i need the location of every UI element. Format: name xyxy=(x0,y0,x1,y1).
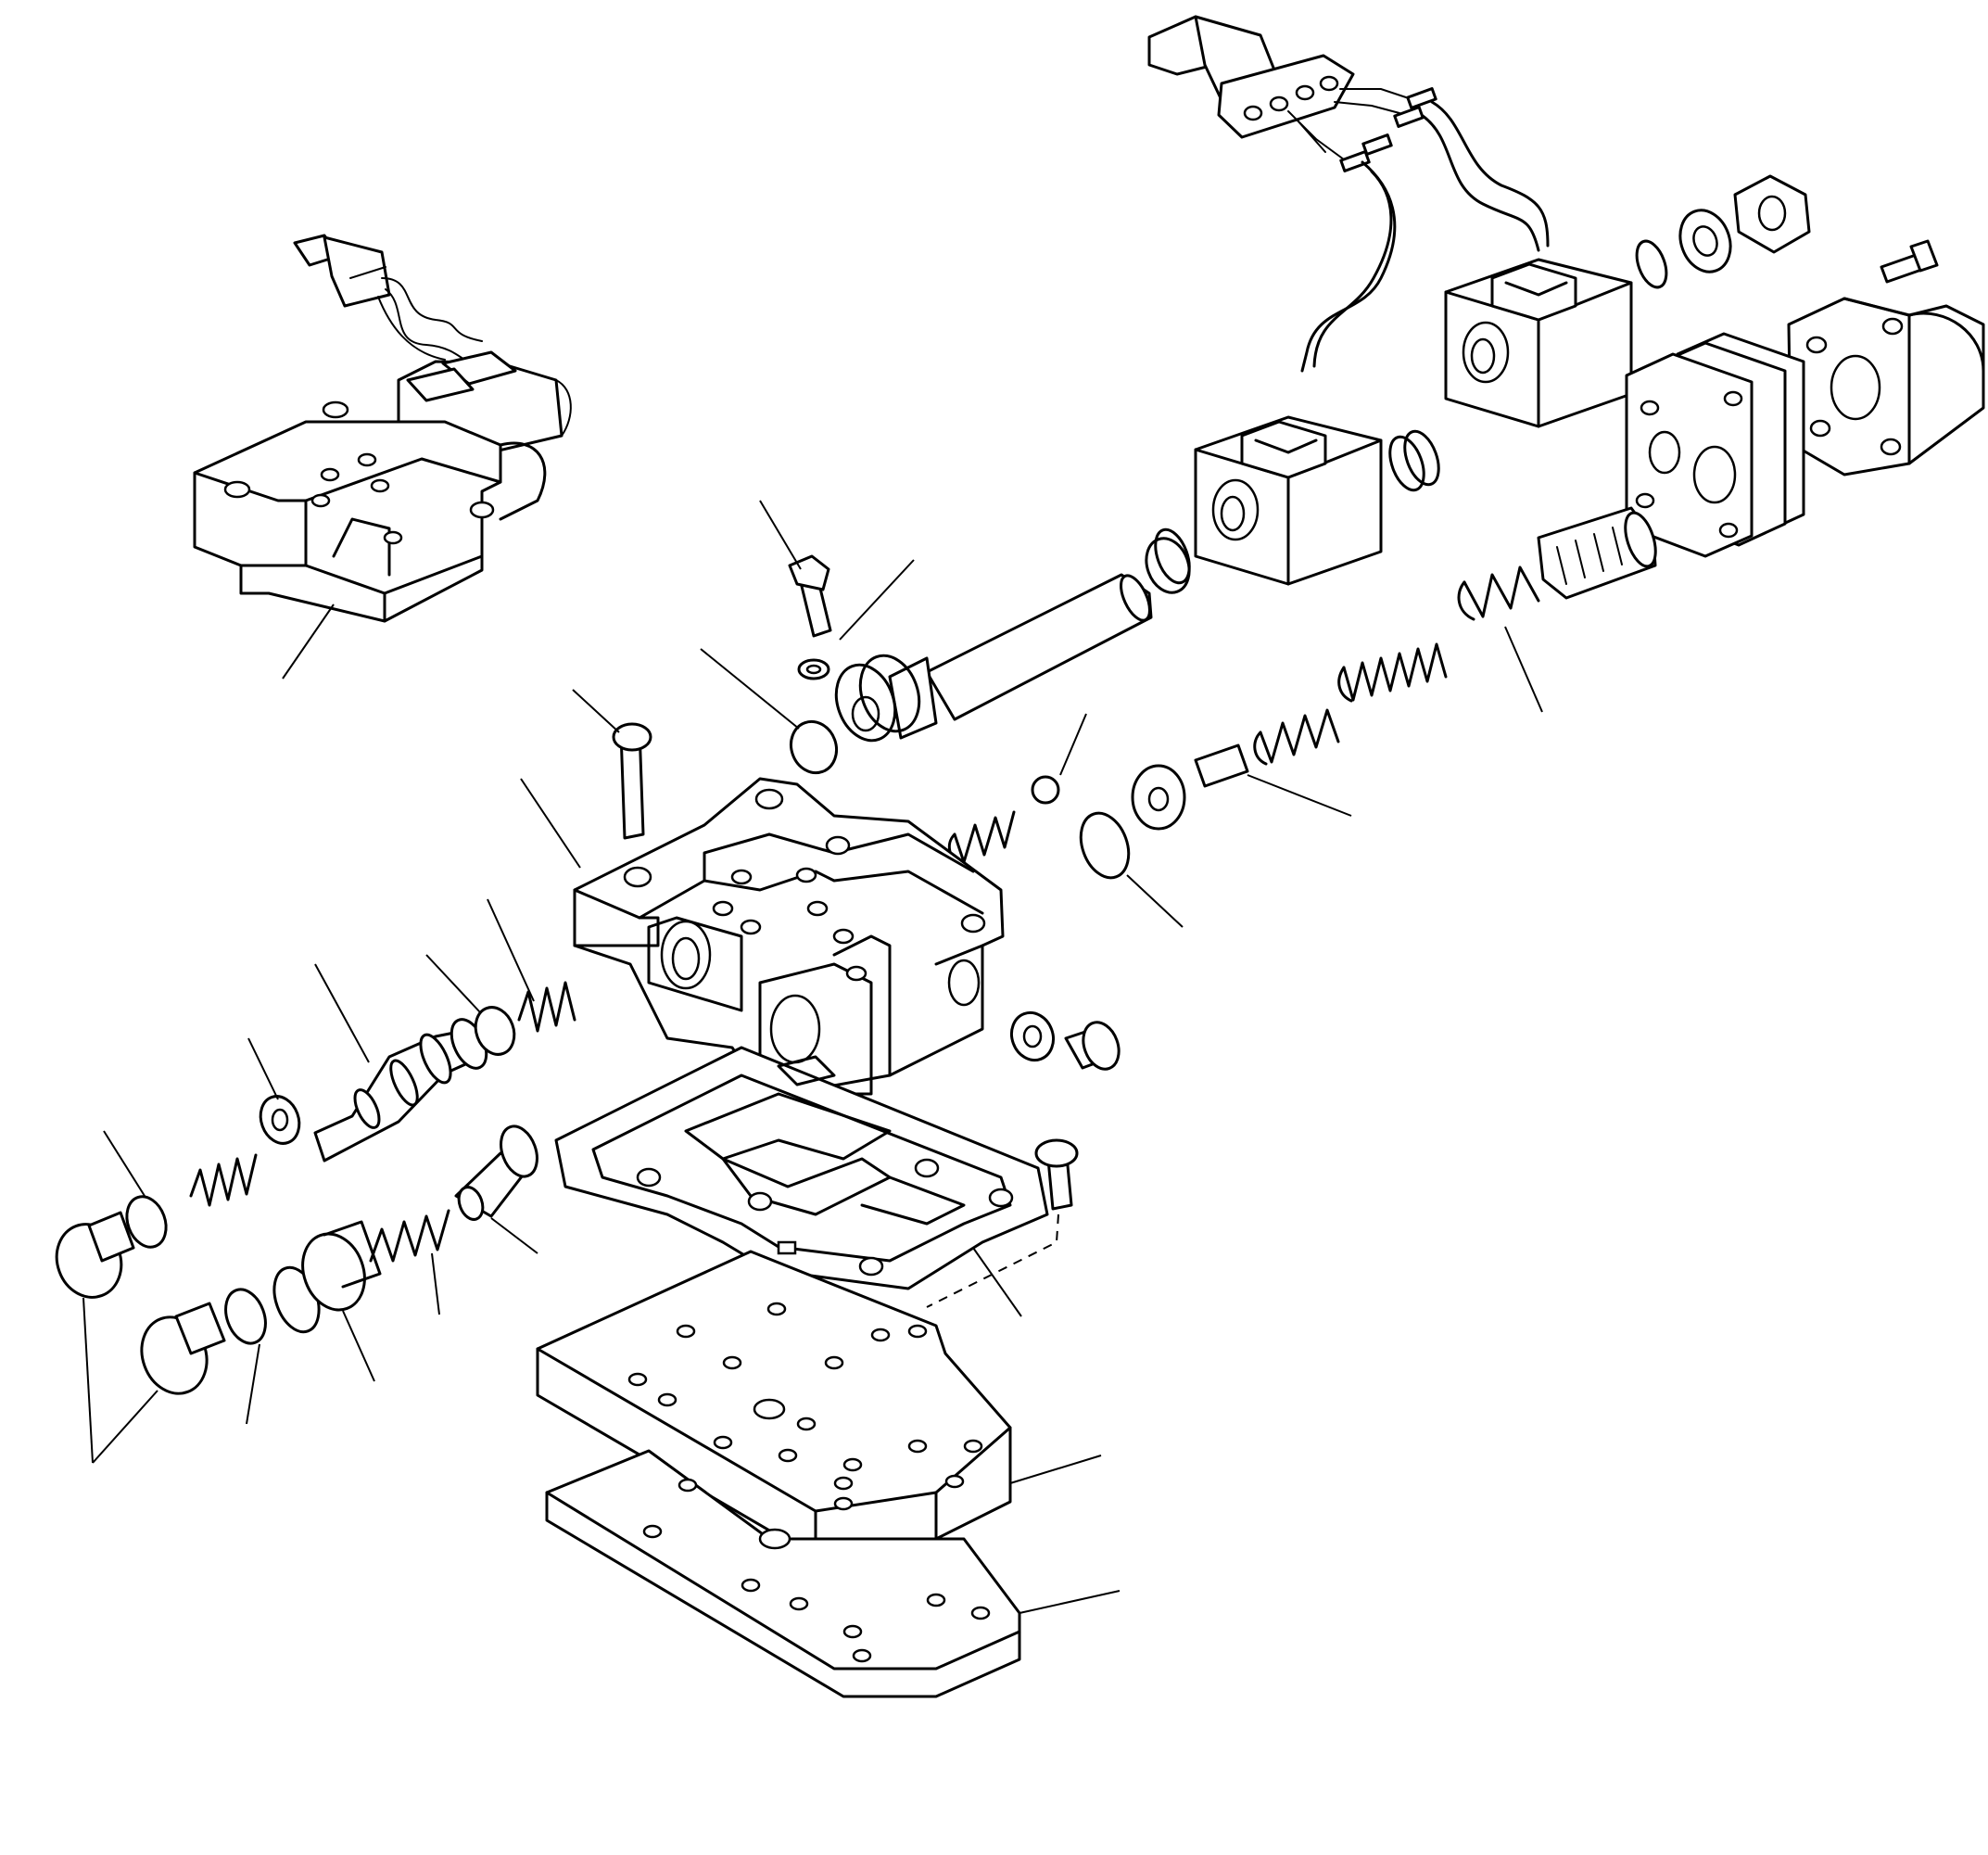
o-ring-left-1 xyxy=(125,1195,168,1249)
inset-connector-icon xyxy=(293,234,483,372)
spring-large-icon xyxy=(1457,565,1540,621)
gaskets xyxy=(1625,332,1805,558)
body-bolt xyxy=(612,722,652,840)
snap-ring-icon xyxy=(1079,811,1131,880)
plate-lower xyxy=(545,1449,1021,1698)
o-ring-left-2 xyxy=(224,1288,267,1345)
inset-body-icon xyxy=(193,400,547,623)
spring-spool xyxy=(517,981,576,1033)
separator-gasket xyxy=(554,1046,1049,1290)
leader-lines xyxy=(82,500,1543,1614)
solenoid-coil-left xyxy=(1194,415,1383,586)
o-ring-coil xyxy=(1154,429,1440,585)
spring-left xyxy=(189,1153,258,1207)
solenoid-stem xyxy=(834,573,1153,743)
plug-lower xyxy=(140,1302,226,1395)
plunger xyxy=(1537,506,1657,600)
spring-medium-icon xyxy=(1253,708,1340,766)
spool-washer xyxy=(474,1006,516,1056)
side-plug xyxy=(1009,1010,1121,1071)
valve-body xyxy=(573,777,1005,1096)
end-cover xyxy=(1787,297,1985,476)
plug-upper xyxy=(55,1211,135,1299)
sleeve-left xyxy=(454,1124,538,1221)
wiring-harness-connector xyxy=(1147,15,1550,373)
springs-upper xyxy=(947,565,1540,880)
ball-icon xyxy=(1031,775,1060,805)
nut-and-washers xyxy=(1635,174,1811,289)
spool xyxy=(313,1018,488,1163)
spring-long-icon xyxy=(1337,642,1448,703)
plunger-left xyxy=(301,1220,382,1312)
o-ring-stem xyxy=(1145,537,1191,594)
stem-bolt xyxy=(788,554,832,680)
spring-left-lower xyxy=(369,1209,450,1263)
o-ring-small xyxy=(789,719,839,775)
valve-assembly-inset xyxy=(193,234,572,623)
spring-small-icon xyxy=(947,810,1016,866)
pin-icon xyxy=(1194,743,1249,788)
cover-screw xyxy=(1880,239,1939,284)
solenoid-coil-right xyxy=(1444,258,1633,428)
gasket-screw xyxy=(926,1138,1079,1308)
